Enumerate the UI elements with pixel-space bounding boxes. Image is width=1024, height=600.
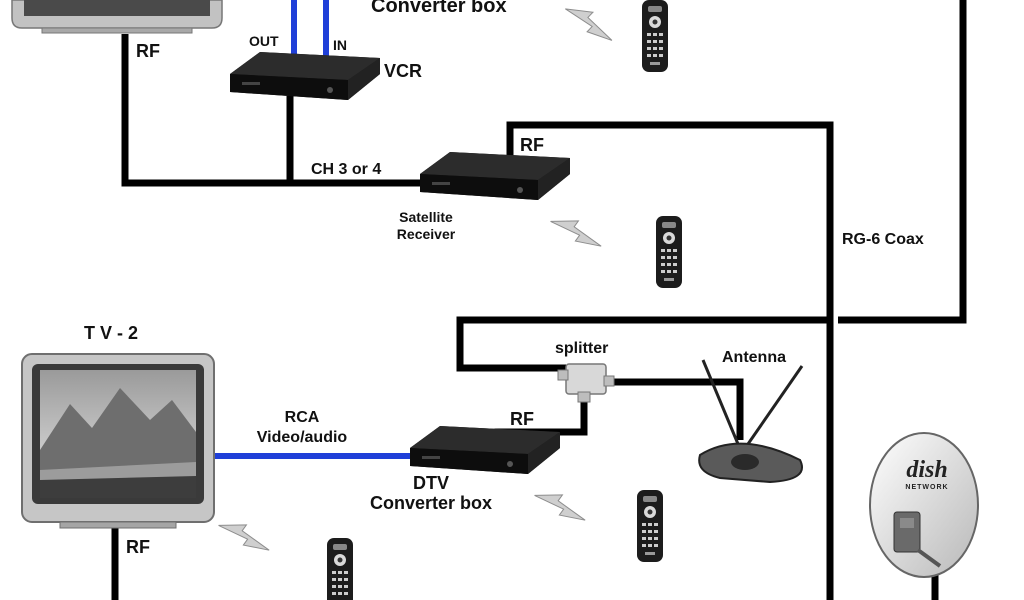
cable-splitter-loop (456, 316, 830, 372)
tv2-device (21, 353, 215, 529)
signal-bolt-top (560, 0, 620, 45)
cable-antenna (606, 378, 744, 440)
label-rf-satellite: RF (520, 135, 544, 155)
remote-dtv (637, 490, 663, 562)
label-rca-line2: Video/audio (256, 429, 348, 446)
tv1 (11, 0, 223, 34)
cable-rg6-upper (838, 0, 967, 324)
coax-cables (111, 0, 967, 600)
signal-bolt-tv2 (214, 515, 276, 555)
label-tv2: T V - 2 (84, 323, 139, 343)
label-dtv-line2: Converter box (369, 493, 493, 513)
label-antenna: Antenna (722, 349, 786, 366)
remote-tv2 (327, 538, 353, 600)
label-rf-tv2: RF (126, 537, 150, 557)
label-rca-line1: RCA (284, 409, 320, 426)
label-out: OUT (249, 33, 279, 49)
label-satellite-receiver: Satellite Receiver (386, 210, 466, 241)
antenna-device (698, 359, 804, 484)
signal-bolt-satellite (546, 211, 608, 251)
label-rca: RCA Video/audio (242, 410, 362, 446)
label-rf-tv1: RF (136, 41, 160, 61)
splitter-device (557, 363, 615, 403)
label-vcr: VCR (384, 61, 423, 81)
label-satellite-line2: Receiver (396, 226, 456, 242)
cable-satellite-rf (506, 121, 834, 600)
label-rg6-coax: RG-6 Coax (842, 231, 924, 248)
label-dtv-converter: DTV Converter box (356, 474, 506, 512)
satellite-dish-device (869, 432, 979, 578)
remote-top (642, 0, 668, 72)
label-rf-dtv: RF (510, 409, 534, 429)
vcr-device (230, 52, 380, 100)
rca-cables (212, 0, 412, 459)
label-in: IN (333, 37, 347, 53)
label-satellite-line1: Satellite (399, 209, 453, 225)
label-splitter: splitter (555, 340, 609, 357)
dish-logo: dish (906, 457, 948, 483)
label-ch-3-or-4: CH 3 or 4 (311, 161, 382, 178)
cable-tv1-rf (121, 34, 294, 187)
signal-bolt-dtv (530, 485, 592, 525)
satellite-receiver-device (420, 152, 570, 200)
label-converter-box-top: Converter box (371, 0, 507, 17)
label-dtv-line1: DTV (413, 473, 449, 493)
dish-logo-sub: NETWORK (905, 484, 949, 491)
remote-satellite (656, 216, 682, 288)
dtv-converter-device (410, 426, 560, 474)
